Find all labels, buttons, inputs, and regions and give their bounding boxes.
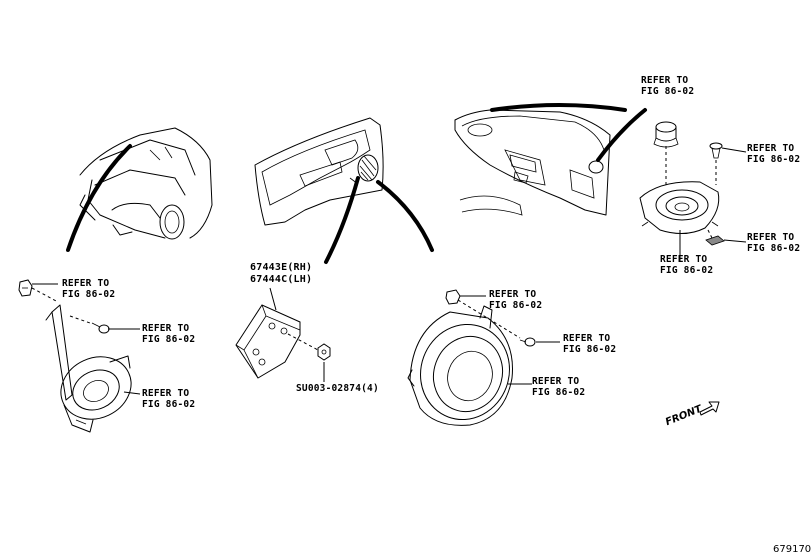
ref-speaker-left[interactable]: REFER TO FIG 86-02 (142, 388, 196, 410)
part-bracket-rh: 67443E(RH) (250, 262, 313, 273)
callout-dash-tweeter-rh (490, 103, 627, 112)
ref-screw-left[interactable]: REFER TO FIG 86-02 (142, 323, 196, 345)
leader-speaker-left (123, 391, 141, 395)
rear-speaker-assembly (18, 279, 132, 433)
ref-speaker-center[interactable]: REFER TO FIG 86-02 (532, 376, 586, 398)
figure-number: 679170 (773, 544, 811, 555)
ref-tweeter[interactable]: REFER TO FIG 86-02 (660, 254, 714, 276)
part-bracket-lh: 67444C(LH) (250, 274, 313, 285)
clip-right (705, 229, 747, 246)
ref-screw-top-right[interactable]: REFER TO FIG 86-02 (747, 143, 801, 165)
part-nut-label[interactable]: SU003-02874(4) (296, 383, 379, 394)
door-panel-illustration (254, 117, 384, 226)
callout-dash-tweeter-lh (596, 108, 647, 162)
ref-tweeter-cap[interactable]: REFER TO FIG 86-02 (641, 75, 695, 97)
front-arrow-icon (699, 401, 720, 416)
callout-door-speaker (376, 180, 434, 252)
speaker-bracket (235, 304, 331, 379)
part-bracket-label[interactable]: 67443E(RH) 67444C(LH) (250, 262, 312, 286)
tweeter-assembly (639, 121, 720, 234)
callout-rear-shelf (66, 144, 132, 252)
leader-bracket (269, 287, 277, 311)
ref-screw-center[interactable]: REFER TO FIG 86-02 (563, 333, 617, 355)
ref-clip-right[interactable]: REFER TO FIG 86-02 (747, 232, 801, 254)
dashboard-illustration (454, 109, 611, 216)
ref-clip-left[interactable]: REFER TO FIG 86-02 (62, 278, 116, 300)
callout-door-bracket (324, 176, 360, 264)
door-speaker-assembly (407, 289, 536, 426)
ref-clip-center[interactable]: REFER TO FIG 86-02 (489, 289, 543, 311)
screw-top-right (709, 142, 747, 185)
